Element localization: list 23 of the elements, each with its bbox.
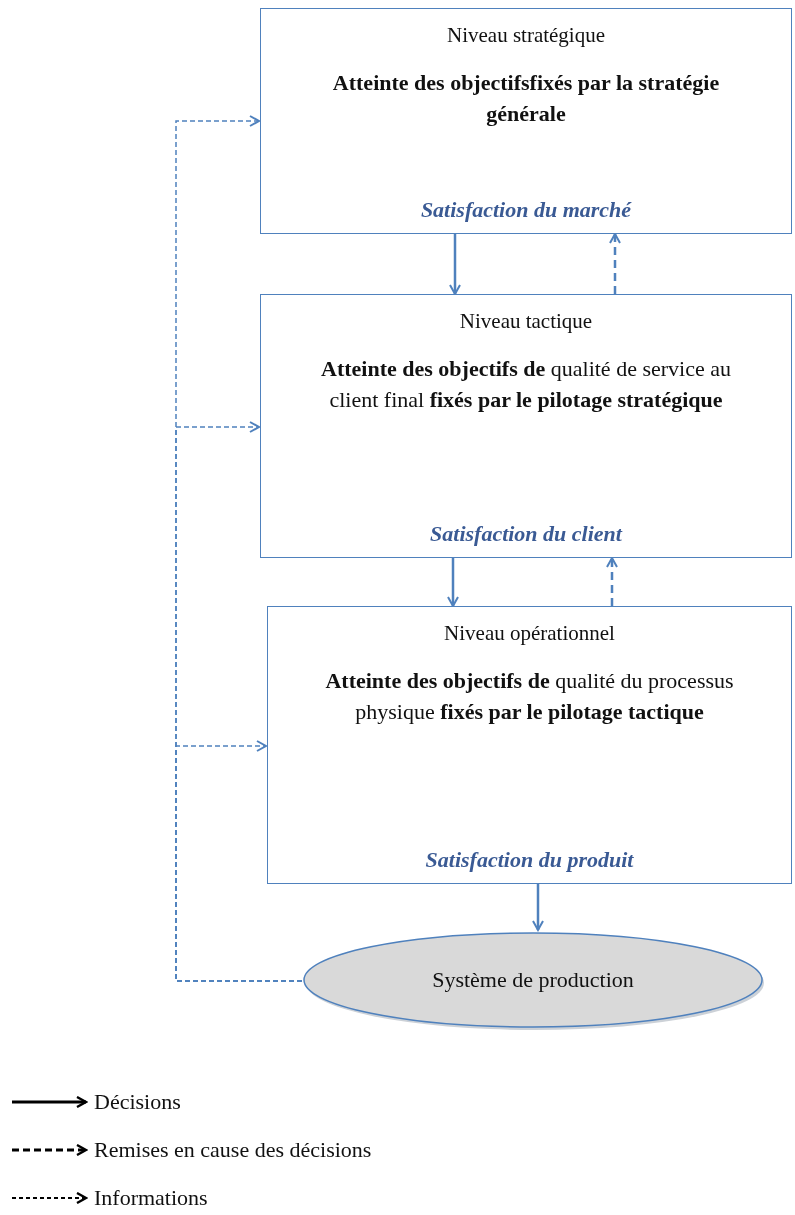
- arrow: [449, 234, 461, 295]
- arrow: [609, 233, 621, 294]
- legend-label: Remises en cause des décisions: [94, 1136, 372, 1164]
- legend-label: Informations: [94, 1184, 208, 1212]
- arrow: [447, 558, 459, 607]
- level-title: Niveau opérationnel: [444, 621, 615, 646]
- objective-text: Atteinte des objectifs de qualité du processus physique fixés par le pilotage tactique: [324, 667, 735, 726]
- level-box: [267, 606, 792, 884]
- arrow: [606, 557, 618, 606]
- satisfaction-text: Satisfaction du marché: [420, 197, 632, 223]
- level-title: Niveau stratégique: [447, 23, 605, 48]
- satisfaction-text: Satisfaction du client: [430, 521, 622, 547]
- arrow: [532, 884, 544, 931]
- satisfaction-text: Satisfaction du produit: [425, 847, 634, 873]
- production-system-ellipse: [302, 930, 764, 1030]
- level-box: [260, 8, 792, 234]
- legend-label: Décisions: [94, 1088, 181, 1116]
- objective-text: Atteinte des objectifsfixés par la stratégie générale: [331, 69, 721, 128]
- arrow: [175, 740, 303, 982]
- node-label: Système de production: [432, 967, 634, 993]
- level-title: Niveau tactique: [459, 309, 593, 334]
- objective-text: Atteinte des objectifs de qualité de service au client final fixés par le pilotage stratégique: [320, 355, 732, 414]
- level-box: [260, 294, 792, 558]
